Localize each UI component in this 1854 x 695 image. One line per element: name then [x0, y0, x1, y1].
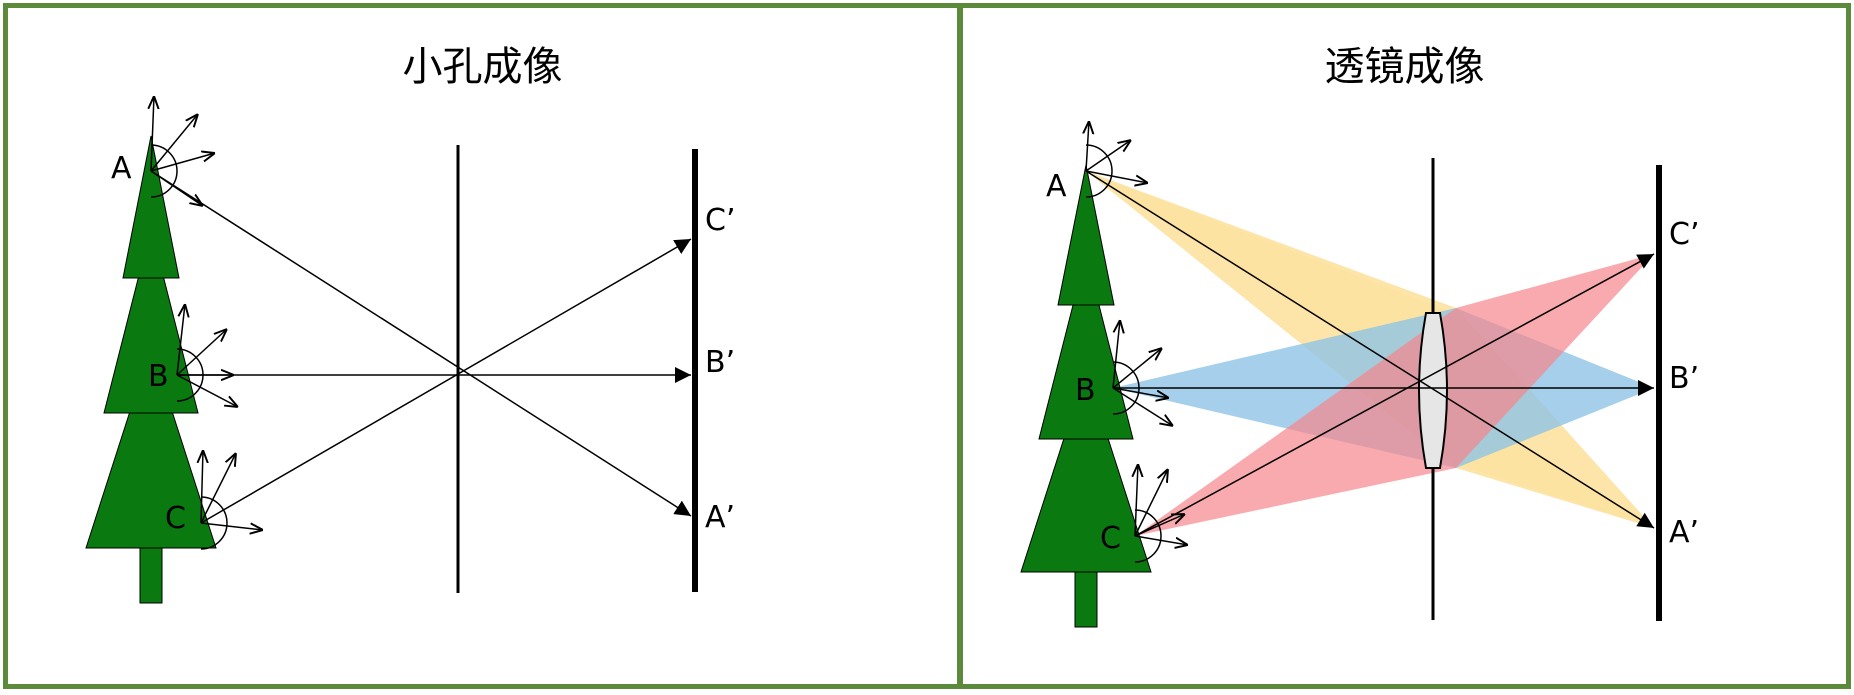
point-a-ray-fan	[1086, 121, 1148, 198]
label-a-prime: A’	[1669, 515, 1699, 550]
label-b-prime: B’	[1669, 361, 1699, 396]
label-b: B	[1075, 373, 1096, 408]
label-b: B	[148, 359, 169, 394]
label-c-prime: C’	[705, 203, 735, 238]
ray-a-to-a-prime	[1085, 170, 1655, 529]
convex-lens	[1418, 312, 1448, 469]
ray-c-to-c-prime	[200, 238, 692, 524]
label-b-prime: B’	[705, 345, 735, 380]
label-c: C	[165, 501, 186, 536]
label-a: A	[1046, 169, 1067, 204]
point-c-ray-fan	[201, 450, 263, 550]
beam-c-cone	[1135, 308, 1456, 536]
pinhole-panel: 小孔成像	[3, 3, 962, 689]
tree-icon	[85, 135, 217, 604]
tree-icon	[1020, 164, 1152, 628]
ray-c-to-c-prime	[1134, 253, 1655, 537]
ray-a-to-a-prime	[150, 170, 692, 517]
label-a-prime: A’	[705, 500, 735, 535]
lens-panel: 透镜成像	[958, 3, 1851, 689]
pinhole-title: 小孔成像	[402, 44, 563, 90]
label-a: A	[111, 151, 132, 186]
label-c: C	[1100, 521, 1121, 556]
label-c-prime: C’	[1669, 217, 1699, 252]
lens-diagram: A B C C’ B’ A’	[1020, 8, 1699, 628]
point-c-ray-fan	[1135, 464, 1188, 563]
beam-c-focus	[1456, 254, 1654, 468]
pinhole-diagram: A B C C’ B’ A’	[85, 8, 735, 604]
lens-title: 透镜成像	[1324, 44, 1485, 90]
